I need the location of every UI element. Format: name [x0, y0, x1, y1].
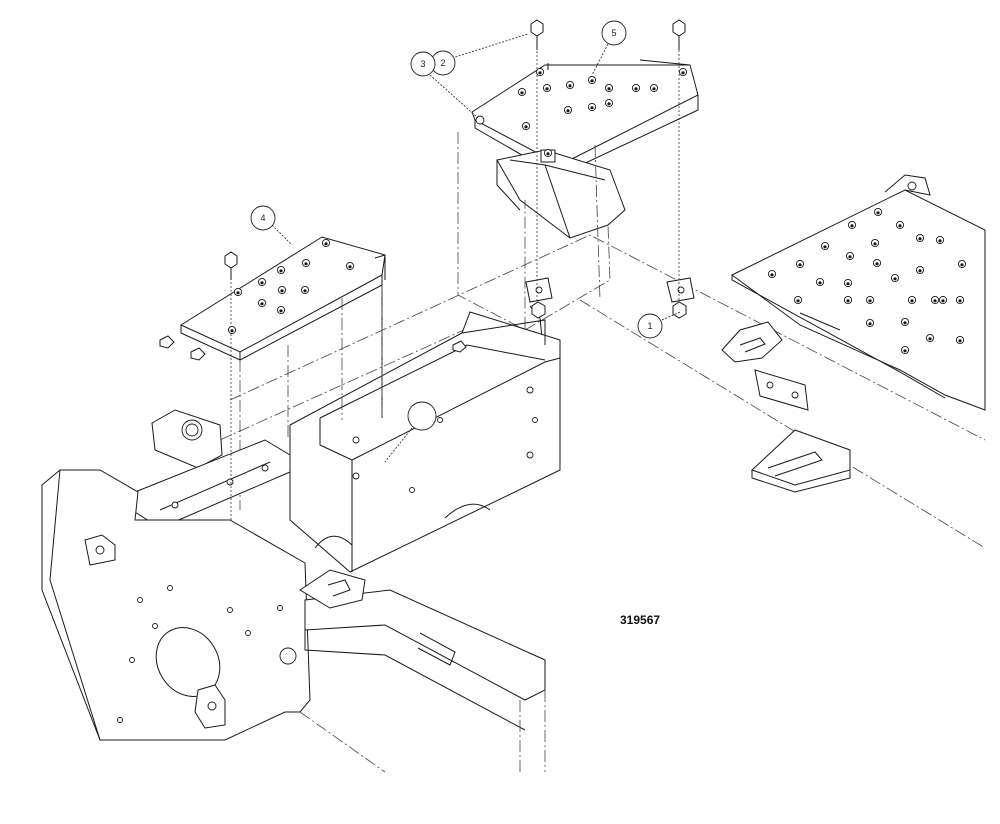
perforation-hole-center [236, 291, 240, 295]
perforation-hole-center [590, 79, 594, 83]
loose-plate-a [721, 321, 783, 363]
perforation-hole-center [524, 125, 528, 129]
side-bolts [159, 335, 467, 361]
perforation-hole-center [910, 299, 914, 303]
perforation-hole-center [796, 299, 800, 303]
perforation-hole-center [958, 339, 962, 343]
perforation-hole-center [850, 224, 854, 228]
perforation-hole-center [938, 239, 942, 243]
perforation-hole-center [304, 262, 308, 266]
callout-balloon-4: 4 [250, 205, 293, 246]
perforation-hole-center [607, 102, 611, 106]
perforation-hole-center [279, 269, 283, 273]
perforation-hole-center [546, 152, 550, 156]
perforation-hole-center [538, 71, 542, 75]
perforation-hole-center [652, 87, 656, 91]
perforation-hole-center [260, 302, 264, 306]
lower-channel [299, 589, 546, 773]
callout-label-2: 2 [440, 58, 445, 68]
left-cross-member [134, 409, 291, 529]
lower-left-frame [41, 469, 311, 741]
perforation-hole-center [818, 281, 822, 285]
perforation-hole-center [876, 211, 880, 215]
perforation-hole-center [681, 71, 685, 75]
perforation-hole-center [903, 349, 907, 353]
loose-plate-b [754, 369, 809, 411]
perforation-hole-center [903, 321, 907, 325]
cross-tube [219, 234, 986, 549]
upper-bolt-left [530, 19, 544, 50]
perforation-hole-center [566, 109, 570, 113]
perforation-hole-center [545, 87, 549, 91]
perforation-holes [227, 67, 967, 355]
left-bracket-plate [179, 236, 386, 361]
perforation-hole-center [520, 91, 524, 95]
loose-plate-c [751, 429, 851, 493]
callout-label-4: 4 [260, 213, 265, 223]
perforation-hole-center [303, 289, 307, 293]
perforation-hole-center [634, 87, 638, 91]
perforation-hole-center [823, 245, 827, 249]
perforation-hole-center [868, 322, 872, 326]
callout-balloon-3: 3 [410, 51, 479, 119]
perforation-hole-center [846, 299, 850, 303]
perforation-hole-center [348, 265, 352, 269]
perforation-hole-center [898, 224, 902, 228]
callout-balloon-5: 5 [591, 20, 627, 76]
left-bolt [224, 251, 238, 280]
perforation-hole-center [324, 242, 328, 246]
perforation-hole-center [960, 263, 964, 267]
perforation-hole-center [918, 269, 922, 273]
perforation-hole-center [941, 299, 945, 303]
drawing-reference-number: 319567 [620, 613, 660, 627]
callout-balloon-blank [384, 401, 437, 463]
channel-tab [299, 569, 366, 609]
callout-label-5: 5 [611, 28, 616, 38]
perforation-hole-center [590, 106, 594, 110]
perforation-hole-center [958, 299, 962, 303]
callout-label-1: 1 [647, 321, 652, 331]
upper-bolt-right [672, 19, 686, 50]
perforation-hole-center [798, 263, 802, 267]
perforation-hole-center [230, 329, 234, 333]
perforation-hole-center [607, 87, 611, 91]
perforation-hole-center [846, 282, 850, 286]
upper-bracket-body [496, 149, 626, 239]
perforation-hole-center [260, 281, 264, 285]
callout-balloon-2: 2 [430, 33, 529, 76]
perforation-hole-center [893, 277, 897, 281]
perforation-hole-center [928, 337, 932, 341]
perforation-hole-center [848, 255, 852, 259]
perforation-hole-center [280, 289, 284, 293]
right-floor-plate [731, 174, 986, 411]
perforation-hole-center [568, 84, 572, 88]
callout-balloon-1: 1 [637, 311, 681, 339]
bolt-center-lines [230, 30, 680, 520]
lower-nuts [531, 301, 687, 319]
central-housing [289, 280, 561, 573]
perforation-hole-center [918, 237, 922, 241]
perforation-hole-center [873, 242, 877, 246]
perforation-hole-center [868, 299, 872, 303]
upper-clips [525, 277, 695, 339]
perforation-hole-center [279, 309, 283, 313]
perforation-hole-center [875, 262, 879, 266]
callout-label-3: 3 [420, 59, 425, 69]
perforation-hole-center [933, 299, 937, 303]
perforation-hole-center [770, 273, 774, 277]
